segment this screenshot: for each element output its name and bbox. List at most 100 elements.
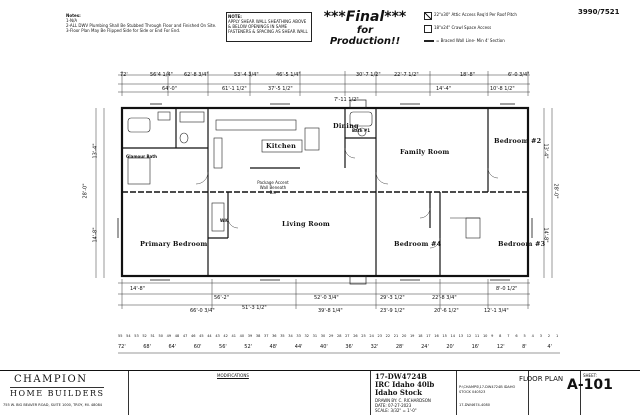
dim-bottom2-4: 20'-6 1/2": [434, 308, 459, 314]
dim-bottom-6: 22'-8 3/4": [432, 295, 457, 301]
stock-label: Idaho Stock: [375, 388, 422, 397]
final-banner: ***Final*** for Production!!: [310, 10, 420, 48]
braced-wall-icon: [424, 40, 434, 42]
ruler-label: 44: [207, 334, 212, 338]
dim-top-3: 62'-8 3/4": [184, 72, 209, 78]
code-label: IRC Idaho 40lb: [375, 380, 435, 389]
ruler-label: 10: [482, 334, 488, 338]
drawn-by: DRAWN BY: C. RICHARDSON: [375, 398, 431, 403]
legend-braced-text: = Braced Wall Line- Min 4' Section: [436, 38, 505, 43]
title-block: CHAMPION HOME BUILDERS 755 W. BIG BEAVER…: [0, 370, 640, 415]
company-line-2: HOME BUILDERS: [10, 387, 105, 398]
ruler-label: 40': [320, 344, 328, 350]
ruler-label: 40: [239, 334, 245, 338]
dim-top-4: 53'-4 3/4": [234, 72, 259, 78]
dim-right-2: 13'-4": [542, 143, 549, 159]
room-bedroom-3: Bedroom #3: [498, 240, 546, 248]
ruler-label: 35: [280, 334, 285, 338]
ruler-label: 52': [244, 344, 253, 350]
ruler-label: 51: [150, 334, 155, 338]
dim-bottom-5: 29'-3 1/2": [380, 295, 405, 301]
legend: 22"x30" Attic Access Req'd Per Roof Pitc…: [424, 12, 544, 43]
dim-top-7: 22'-7 1/2": [394, 72, 419, 78]
ruler-label: 43: [215, 334, 220, 338]
ruler-label: 7: [507, 334, 510, 338]
ruler-label: 32': [370, 344, 379, 350]
dim-bottom2-1: 66'-0 3/4": [190, 308, 215, 314]
dim-top2-6: 10'-8 1/2": [490, 86, 515, 92]
shear-note-text: APPLY SHEAR WALL SHEATHING ABOVE & BELOW…: [228, 19, 308, 34]
ruler-label: 27: [345, 334, 350, 338]
dim-bottom2-2: 39'-8 1/4": [318, 308, 343, 314]
banner-line-2: for: [356, 25, 374, 36]
ruler-label: 46: [190, 334, 196, 338]
dim-right-3: 14'-8": [542, 227, 549, 243]
room-dining: Dining: [333, 122, 359, 130]
dim-top-1: 72': [120, 72, 128, 78]
dim-bottom-2: 56'-2": [214, 295, 230, 301]
company-cell: CHAMPION HOME BUILDERS 755 W. BIG BEAVER…: [0, 371, 128, 415]
sheet-number: A-101: [567, 377, 613, 393]
sheet-title: FLOOR PLAN: [519, 375, 564, 383]
dim-top-6: 30'-7 1/2": [356, 72, 381, 78]
ruler-label: 13: [458, 334, 464, 338]
dim-bottom2-5: 12'-1 3/4": [484, 308, 509, 314]
company-address: 755 W. BIG BEAVER ROAD, SUITE 1000, TROY…: [3, 403, 103, 407]
ruler-label: 17: [426, 334, 431, 338]
ruler-label: 42: [223, 334, 228, 338]
drawing-scale: SCALE: 3/32" = 1'-0": [375, 408, 417, 413]
legend-attic-text: 22"x30" Attic Access Req'd Per Roof Pitc…: [434, 12, 517, 17]
ruler-label: 45: [199, 334, 204, 338]
dim-bottom-4: 52'-0 3/4": [314, 295, 339, 301]
drawing-date: DATE: 07-27-2023: [375, 403, 412, 408]
ruler-label: 8: [499, 334, 502, 338]
sheet-label: SHEET:: [583, 373, 597, 378]
ruler-label: 8': [522, 344, 527, 350]
ruler-label: 21: [393, 334, 399, 338]
ruler-label: 4: [531, 334, 534, 338]
dim-top-9: 6'-0 3/4": [508, 72, 530, 78]
ruler-label: 32: [304, 334, 309, 338]
ruler-label: 60': [193, 344, 202, 350]
ruler-label: 25: [361, 334, 366, 338]
ruler-label: 28': [395, 344, 404, 350]
ruler-label: 5: [523, 334, 526, 338]
ruler-label: 6: [515, 334, 518, 338]
ruler-label: 72': [118, 344, 126, 350]
room-living: Living Room: [282, 220, 330, 228]
note-line-1: 1-N/A: [66, 18, 78, 23]
note-line-2: 2-ALL DWV Plumbing Shall Be Stubbed Thro…: [66, 23, 217, 28]
ruler-label: 49: [166, 334, 172, 338]
accent-wall-label: Package Accent Wall Beneath Bar: [257, 180, 289, 195]
ruler-label: 22: [385, 334, 391, 338]
ruler-label: 36: [272, 334, 277, 338]
company-line-1: CHAMPION: [14, 374, 88, 385]
ruler-label: 24': [421, 344, 429, 350]
ruler-label: 50: [158, 334, 164, 338]
ruler-label: 55: [118, 334, 123, 338]
ruler-label: 4': [547, 344, 552, 350]
banner-line-3: Production!!: [329, 36, 401, 47]
room-glamour-bath: Glamour Bath: [126, 154, 157, 159]
ruler-label: 64': [168, 344, 177, 350]
ruler-label: 19: [409, 334, 415, 338]
ruler-label: 56': [219, 344, 227, 350]
ruler-label: 48: [174, 334, 180, 338]
attic-access-icon: [424, 12, 432, 20]
room-kitchen: Kitchen: [266, 142, 297, 150]
dim-bottom-1: 14'-8": [130, 286, 146, 292]
ruler-label: 28: [336, 334, 342, 338]
legend-crawl: 18"x24" Crawl Space Access: [424, 25, 544, 33]
dim-left-1: 28'-0": [82, 183, 89, 199]
ruler-label: 16: [434, 334, 439, 338]
dim-top2-4: 7'-11 1/2": [334, 97, 359, 103]
room-wic: WIC: [220, 218, 229, 223]
floor-plan: [95, 71, 560, 354]
ruler-label: 14: [450, 334, 455, 338]
crawl-access-icon: [424, 25, 432, 33]
ruler-label: 24: [369, 334, 374, 338]
plan-code: 3990/7521: [578, 8, 620, 16]
ruler-label: 53: [134, 334, 139, 338]
ruler-label: 29: [328, 334, 334, 338]
